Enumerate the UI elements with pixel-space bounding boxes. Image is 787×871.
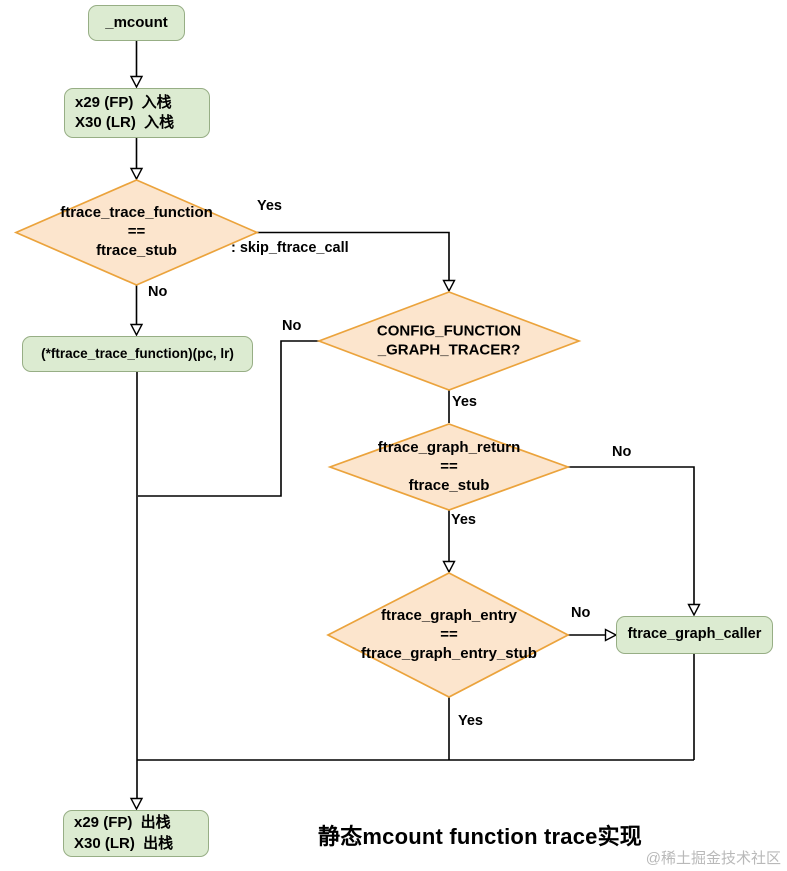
push-stack-line1: x29 (FP) 入栈 [75,93,172,111]
arrowhead-into-decision4 [442,560,456,574]
process-pop-stack: x29 (FP) 出栈 X30 (LR) 出栈 [63,810,209,857]
process-call-trace-function: (*ftrace_trace_function)(pc, lr) [22,336,253,372]
decision-graph-entry-shape [326,572,570,698]
edge-label-graph-entry-yes: Yes [458,713,483,729]
decision-graph-return-shape [327,423,571,511]
pop-stack-line2: X30 (LR) 出栈 [74,834,174,852]
decision-config-graph-tracer-shape [316,291,582,391]
start-node-mcount: _mcount [88,5,185,41]
arrowhead-into-decision2 [442,279,456,293]
decision-config-line2: _GRAPH_TRACER? [377,341,521,358]
graph-caller-label: ftrace_graph_caller [627,626,762,643]
decision-graph-entry-line3: ftrace_graph_entry_stub [361,644,537,662]
edge-label-config-no: No [282,318,302,334]
connector-decision2-no [138,340,319,497]
pop-stack-line1: x29 (FP) 出栈 [74,814,171,832]
connector-decision1-yes-skip [257,231,450,280]
decision-config-graph-tracer-text: CONFIG_FUNCTION _GRAPH_TRACER? [377,322,521,360]
edge-label-trace-function-no: No [148,284,168,300]
arrowhead-into-decision1 [129,167,144,181]
edge-label-config-yes: Yes [452,394,477,410]
arrowhead-into-graph-caller-left [604,628,618,642]
diagram-title: 静态mcount function trace实现 [318,824,643,849]
process-push-stack: x29 (FP) 入栈 X30 (LR) 入栈 [64,88,210,138]
edge-label-skip-ftrace-call: : skip_ftrace_call [231,240,349,256]
start-node-label: _mcount [105,13,168,31]
decision-trace-function-shape [13,179,260,286]
call-trace-function-label: (*ftrace_trace_function)(pc, lr) [41,345,234,361]
process-graph-caller: ftrace_graph_caller [616,616,773,654]
watermark-text: @稀土掘金技术社区 [645,850,781,867]
decision-graph-entry-line1: ftrace_graph_entry [381,606,517,624]
decision-graph-return-text: ftrace_graph_return == ftrace_stub [378,439,521,495]
edge-label-trace-function-yes: Yes [257,198,282,214]
push-stack-line2: X30 (LR) 入栈 [75,114,175,131]
edge-label-graph-return-no: No [612,444,632,460]
decision-graph-entry-line2: == [440,625,458,643]
edge-label-graph-return-yes: Yes [451,512,476,528]
decision-trace-function-text: ftrace_trace_function == ftrace_stub [60,204,213,260]
decision-trace-function-line1: ftrace_trace_function [60,203,213,221]
decision-graph-entry-text: ftrace_graph_entry == ftrace_graph_entry… [361,607,537,663]
decision-config-line1: CONFIG_FUNCTION [376,322,522,340]
arrowhead-into-push [129,75,144,89]
decision-trace-function-line3: ftrace_stub [96,241,177,259]
edge-label-graph-entry-no: No [571,605,591,621]
arrowhead-into-pop [129,797,144,811]
decision-trace-function-line2: == [127,222,146,240]
arrowhead-into-call [129,323,144,337]
decision-graph-return-line2: == [440,457,458,475]
arrowhead-into-graph-caller-top [687,603,701,617]
decision-graph-return-line1: ftrace_graph_return [377,438,521,456]
connector-decision3-no [568,466,695,604]
decision-graph-return-line3: ftrace_stub [408,476,490,494]
